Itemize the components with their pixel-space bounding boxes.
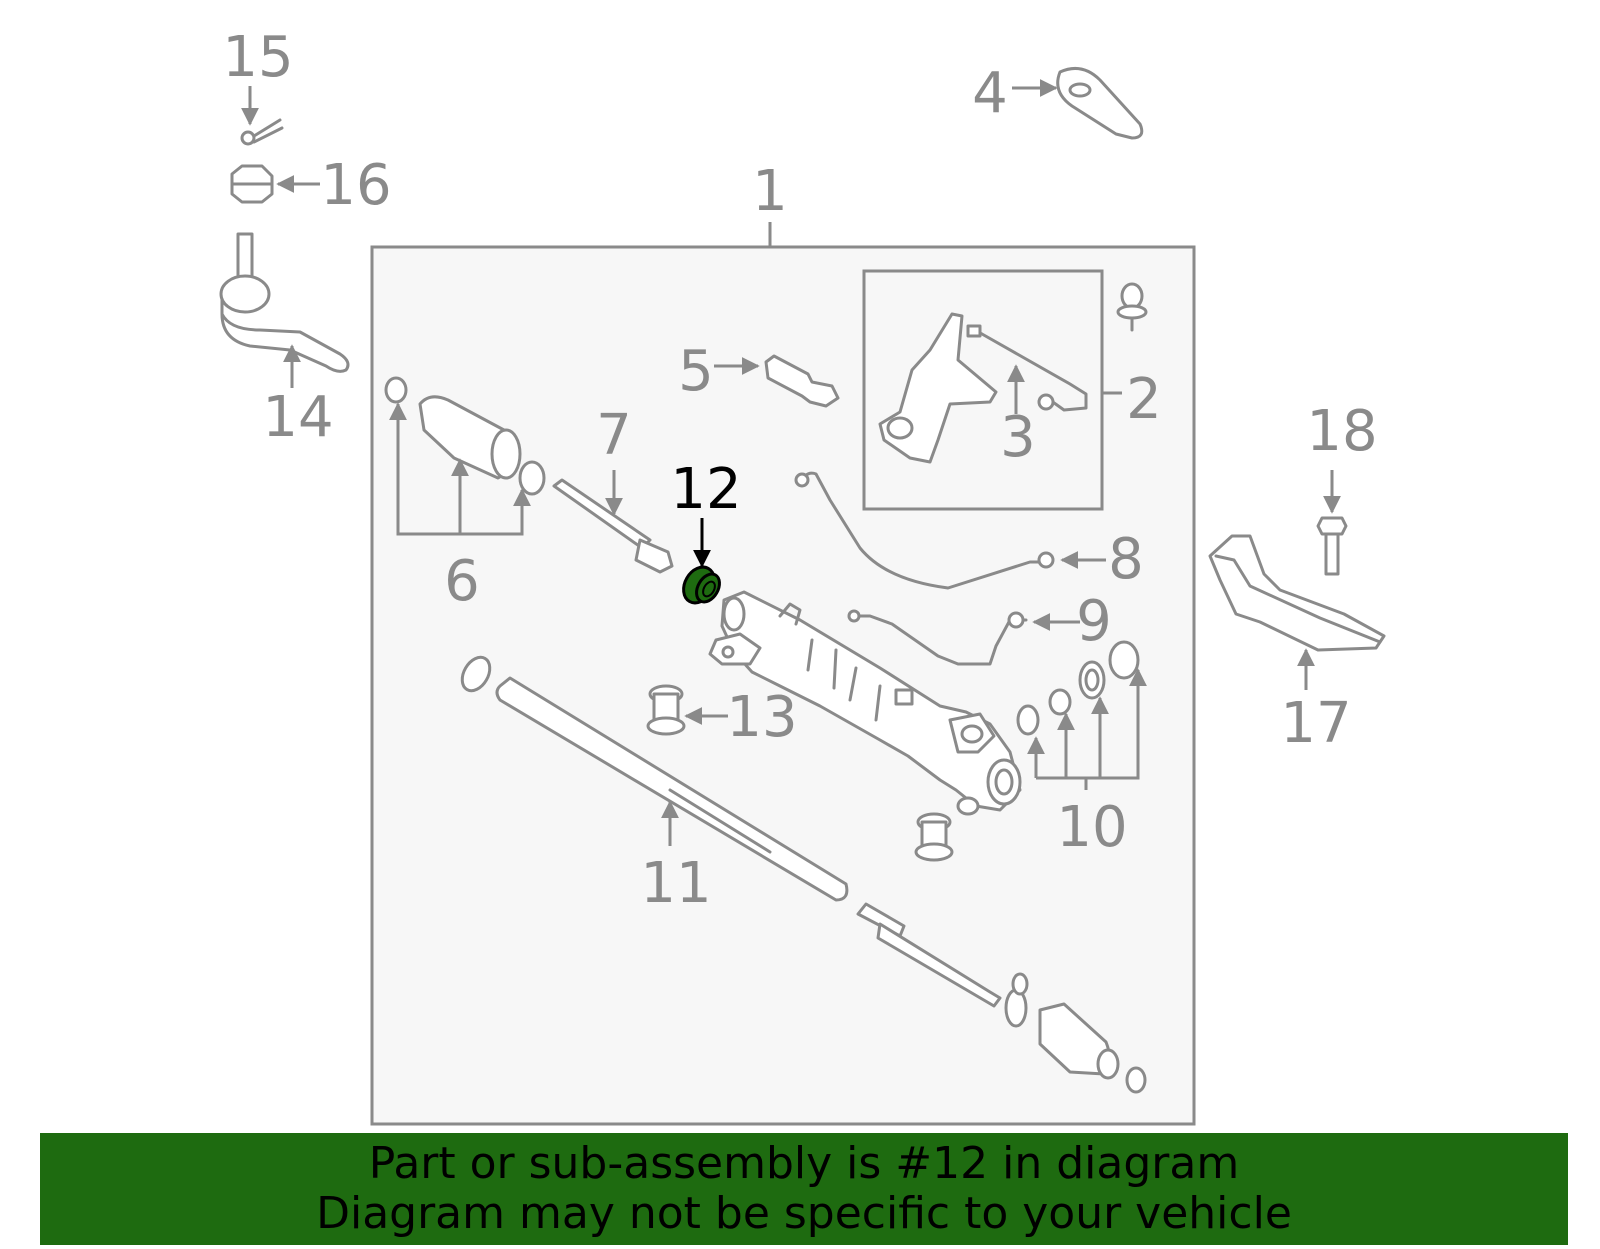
return-pipe-part xyxy=(847,609,1080,666)
callout-3: 3 xyxy=(1000,405,1036,470)
bolt-part xyxy=(1316,470,1348,576)
callout-7: 7 xyxy=(596,403,632,468)
callout-15: 15 xyxy=(222,25,293,90)
castle-nut-part xyxy=(230,164,320,204)
bracket-part xyxy=(1012,66,1144,140)
seal-kit-part xyxy=(1016,640,1147,790)
callout-13: 13 xyxy=(726,685,797,750)
callout-11: 11 xyxy=(640,851,711,916)
callout-17: 17 xyxy=(1280,691,1351,756)
callout-1: 1 xyxy=(752,159,788,224)
rack-bar-part xyxy=(460,655,849,902)
fitting-part xyxy=(714,354,840,408)
callout-4: 4 xyxy=(972,61,1008,126)
heat-shield-part xyxy=(1208,534,1386,690)
highlighted-bushing-part xyxy=(682,518,721,605)
callout-12: 12 xyxy=(670,457,741,522)
boot-part xyxy=(384,376,546,536)
callout-9: 9 xyxy=(1076,589,1112,654)
part-info-banner: Part or sub-assembly is #12 in diagram D… xyxy=(40,1133,1568,1245)
lower-tie-rod-part xyxy=(856,902,1147,1094)
callout-14: 14 xyxy=(262,385,333,450)
inner-tie-rod-part xyxy=(552,470,674,574)
callout-2: 2 xyxy=(1126,367,1162,432)
tie-rod-end-part xyxy=(219,232,350,388)
mount-bushing-part xyxy=(646,684,954,862)
callout-5: 5 xyxy=(678,339,714,404)
callout-8: 8 xyxy=(1108,527,1144,592)
callout-10: 10 xyxy=(1056,795,1127,860)
callout-16: 16 xyxy=(320,153,391,218)
pressure-pipe-part xyxy=(794,471,1106,590)
valve-housing-part xyxy=(878,282,1148,464)
banner-line-1: Part or sub-assembly is #12 in diagram xyxy=(368,1138,1240,1189)
callout-18: 18 xyxy=(1306,399,1377,464)
banner-line-2: Diagram may not be specific to your vehi… xyxy=(316,1188,1292,1239)
cotter-pin-part xyxy=(240,86,284,146)
rack-housing-part xyxy=(708,590,1022,816)
callout-6: 6 xyxy=(444,549,480,614)
